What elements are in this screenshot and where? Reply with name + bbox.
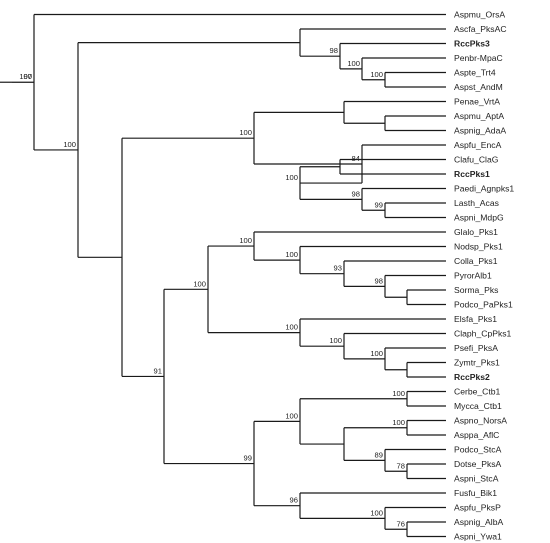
- leaf-label: Clafu_ClaG: [454, 155, 499, 165]
- support-value: 91: [154, 366, 162, 375]
- support-value: 100: [370, 70, 383, 79]
- support-value: 93: [334, 264, 342, 273]
- support-value: 84: [352, 154, 360, 163]
- leaf-label: Asppa_AflC: [454, 430, 499, 440]
- leaf-label: Colla_Pks1: [454, 256, 498, 266]
- support-value: 97: [24, 72, 32, 81]
- leaf-label: Podco_PaPks1: [454, 300, 513, 310]
- support-value: 96: [290, 496, 298, 505]
- support-value: 100: [285, 323, 298, 332]
- leaf-label: Aspnig_AdaA: [454, 126, 506, 136]
- support-value: 99: [375, 200, 383, 209]
- support-value: 99: [244, 454, 252, 463]
- leaf-label: Zymtr_Pks1: [454, 358, 500, 368]
- leaf-label: Aspmu_AptA: [454, 111, 504, 121]
- support-value: 100: [193, 279, 206, 288]
- support-value: 100: [285, 250, 298, 259]
- support-value: 98: [375, 276, 383, 285]
- leaf-label: RccPks2: [454, 372, 490, 382]
- leaf-label: Aspfu_PksP: [454, 503, 501, 513]
- support-values: 100 100 98 99 98 100 84 100 98 93 100 100 100 100 100 1…: [19, 46, 405, 528]
- leaf-label: Elsfa_Pks1: [454, 314, 497, 324]
- support-value: 100: [239, 236, 252, 245]
- support-value: 100: [239, 128, 252, 137]
- leaf-label: Claph_CpPks1: [454, 329, 512, 339]
- leaf-label: Glalo_Pks1: [454, 227, 498, 237]
- support-value: 76: [397, 519, 405, 528]
- leaf-label: Lasth_Acas: [454, 198, 499, 208]
- leaf-label: Nodsp_Pks1: [454, 242, 503, 252]
- leaf-label: Cerbe_Ctb1: [454, 387, 501, 397]
- leaf-label: Ascfa_PksAC: [454, 24, 507, 34]
- support-value: 100: [370, 508, 383, 517]
- leaf-label: RccPks1: [454, 169, 490, 179]
- leaf-label: Fusfu_Bik1: [454, 488, 497, 498]
- leaf-label: Penbr-MpaC: [454, 53, 503, 63]
- support-value: 100: [285, 411, 298, 420]
- leaf-label: Aspni_StcA: [454, 474, 499, 484]
- leaf-label: Sorma_Pks: [454, 285, 498, 295]
- support-value: 100: [19, 72, 32, 81]
- support-value: 100: [347, 59, 360, 68]
- support-value: 100: [329, 336, 342, 345]
- leaf-label: RccPks3: [454, 39, 490, 49]
- leaf-label: Aspni_MdpG: [454, 213, 504, 223]
- support-value: 100: [63, 140, 76, 149]
- support-value: 98: [352, 189, 360, 198]
- tree-branches: [0, 13, 446, 538]
- leaf-label: Aspte_Trt4: [454, 68, 496, 78]
- leaf-label: Aspmu_OrsA: [454, 10, 505, 20]
- leaf-label: Aspnig_AlbA: [454, 517, 503, 527]
- leaf-label: Psefi_PksA: [454, 343, 498, 353]
- leaf-label: Paedi_Agnpks1: [454, 184, 514, 194]
- support-value: 89: [375, 450, 383, 459]
- support-value: 100: [392, 389, 405, 398]
- leaf-label: Podco_StcA: [454, 445, 502, 455]
- leaf-label: Dotse_PksA: [454, 459, 502, 469]
- leaf-label: Penae_VrtA: [454, 97, 500, 107]
- leaf-label: PyrorAlb1: [454, 271, 492, 281]
- support-value: 100: [285, 173, 298, 182]
- leaf-label: Aspno_NorsA: [454, 416, 507, 426]
- support-value: 78: [397, 461, 405, 470]
- leaf-label: Aspst_AndM: [454, 82, 503, 92]
- leaf-label: Aspfu_EncA: [454, 140, 502, 150]
- support-value: 98: [330, 46, 338, 55]
- support-value: 100: [370, 349, 383, 358]
- support-value: 100: [392, 418, 405, 427]
- leaf-label: Mycca_Ctb1: [454, 401, 502, 411]
- leaf-label: Aspni_Ywa1: [454, 532, 502, 542]
